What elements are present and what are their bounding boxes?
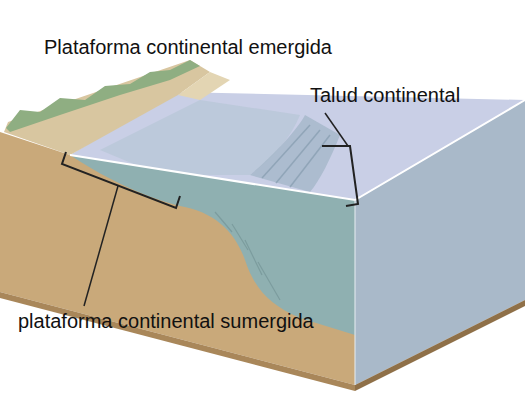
block-edge: [355, 200, 356, 385]
block-base-side: [355, 300, 525, 391]
slope-through-water: [250, 115, 340, 192]
block-base: [0, 292, 355, 391]
leader-line: [325, 113, 348, 146]
leader-line: [84, 186, 118, 306]
water-cross-section: [70, 155, 355, 335]
water-edge-line: [70, 100, 525, 200]
emerged-land: [4, 60, 210, 155]
beach: [178, 72, 230, 100]
slope-lines: [262, 125, 330, 187]
shelf-bracket: [62, 152, 180, 208]
part-label: plataforma continental sumergida: [18, 310, 314, 332]
vegetation: [6, 60, 200, 132]
slope-bracket: [322, 146, 358, 206]
part-label: Talud continental: [310, 84, 460, 106]
slope-ridges: [215, 212, 280, 300]
ground-front-face: [0, 132, 355, 385]
part-label: Plataforma continental emergida: [44, 36, 332, 58]
